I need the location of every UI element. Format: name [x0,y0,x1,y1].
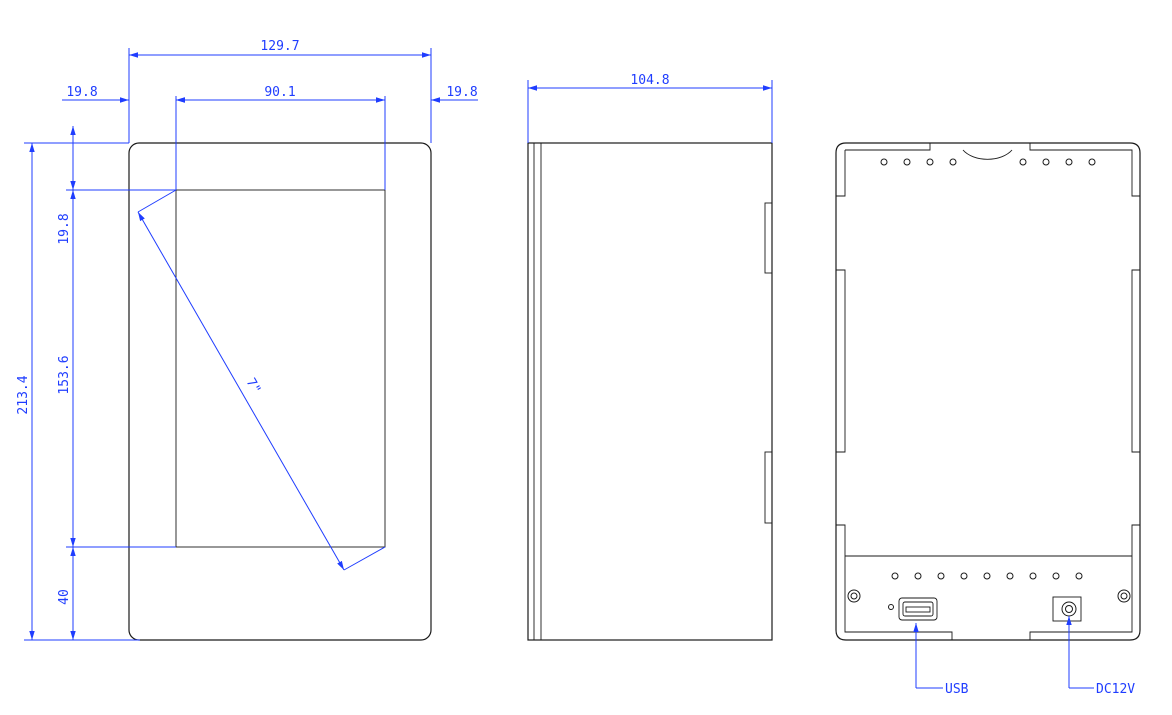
dim-right-margin-label: 19.8 [446,85,477,100]
dim-screen-diagonal: 7" [137,189,386,571]
side-bracket-bottom [764,451,773,524]
side-bracket-top [764,202,773,274]
usb-port [898,597,938,621]
dim-left-margin: 19.8 [62,85,190,103]
dim-top-margin-label: 19.8 [57,213,72,244]
usb-callout: USB [913,623,969,697]
dim-screen-height: 153.6 [57,190,76,547]
dim-bottom-margin-label: 40 [57,589,72,605]
dim-left-margin-label: 19.8 [66,85,97,100]
back-screw-left [847,589,861,603]
front-extension-lines [24,48,432,641]
back-top-vent-holes [880,158,1096,166]
dc12v-label: DC12V [1096,682,1135,697]
back-screw-right [1117,589,1131,603]
side-view: 104.8 [527,73,773,641]
dim-screen-height-label: 153.6 [57,355,72,394]
dim-screen-width-label: 90.1 [264,85,295,100]
dim-screen-width: 90.1 [176,85,385,103]
dim-bottom-margin: 40 [57,547,76,640]
back-body-outline [835,142,1141,641]
dim-overall-width-label: 129.7 [260,39,299,54]
dc-power-jack [1052,596,1082,622]
dim-top-margin: 19.8 [57,126,76,245]
front-bezel-outline [128,142,432,641]
dim-right-margin: 19.8 [431,85,478,103]
dim-screen-diagonal-label: 7" [243,376,264,397]
back-view: USB DC12V [835,142,1141,697]
back-inner-frame [836,143,1140,640]
back-notch [962,149,1013,160]
front-screen-area [175,189,386,548]
back-led-indicator [888,604,894,610]
usb-label: USB [945,682,969,697]
dim-depth: 104.8 [527,73,773,143]
dc12v-callout: DC12V [1066,616,1135,697]
dim-overall-height: 213.4 [16,143,35,640]
side-body-outline [527,142,773,641]
front-view: 129.7 19.8 90.1 19.8 213.4 19.8 [16,39,478,641]
dim-depth-label: 104.8 [630,73,669,88]
dim-overall-height-label: 213.4 [16,375,31,414]
back-bottom-vent-holes [891,572,1083,580]
dim-overall-width: 129.7 [129,39,431,58]
